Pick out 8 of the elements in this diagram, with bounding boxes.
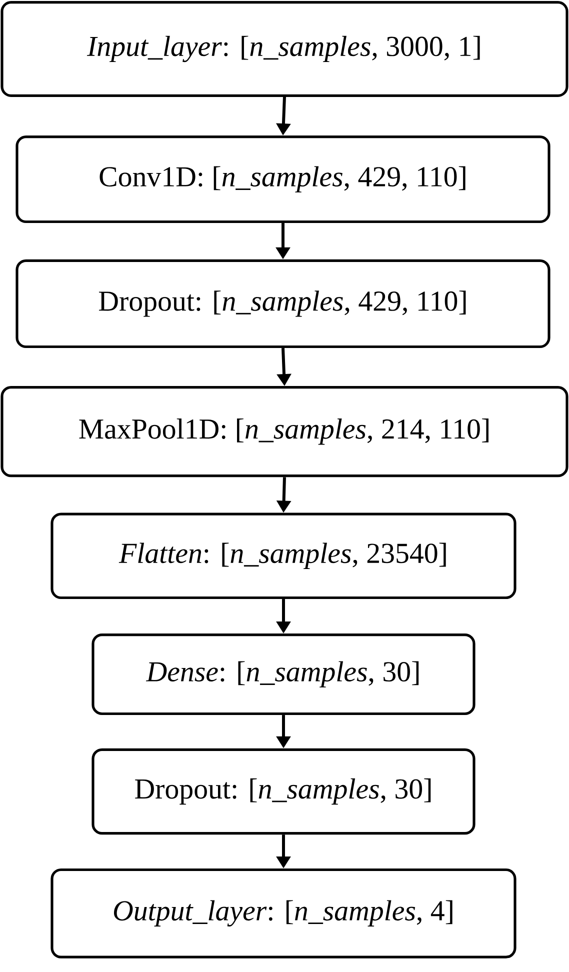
layer-box: Dropout: [n_samples, 30] bbox=[92, 748, 476, 835]
layer-box: Output_layer: [n_samples, 4] bbox=[50, 868, 516, 958]
layer-box: MaxPool1D: [n_samples, 214, 110] bbox=[0, 386, 568, 478]
layer-box: Flatten: [n_samples, 23540] bbox=[50, 512, 516, 600]
layer-box: Dropout: [n_samples, 429, 110] bbox=[16, 259, 550, 348]
layer-box: Input_layer: [n_samples, 3000, 1] bbox=[0, 1, 568, 97]
layer-box: Conv1D: [n_samples, 429, 110] bbox=[16, 136, 550, 224]
layer-box: Dense: [n_samples, 30] bbox=[92, 634, 476, 716]
